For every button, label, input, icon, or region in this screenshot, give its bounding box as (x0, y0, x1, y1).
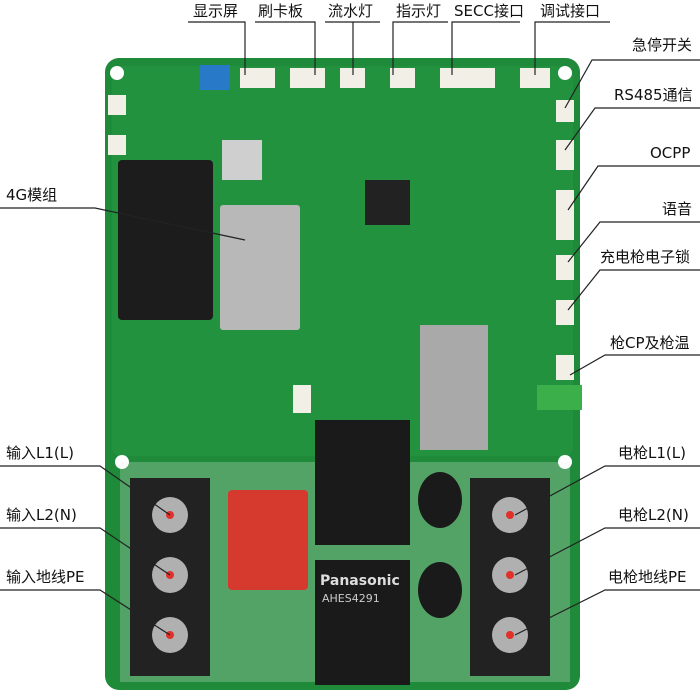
relay-bottom (315, 560, 410, 685)
label-debug-interface: 调试接口 (540, 2, 600, 20)
label-in-pe: 输入地线PE (6, 568, 85, 586)
label-secc-interface: SECC接口 (454, 2, 524, 20)
label-ocpp: OCPP (650, 144, 690, 162)
label-voice: 语音 (662, 200, 692, 218)
mcu-chip (365, 180, 410, 225)
top-labels: 显示屏 刷卡板 流水灯 指示灯 SECC接口 调试接口 (188, 2, 610, 75)
label-in-l2: 输入L2(N) (6, 506, 77, 524)
power-module (118, 160, 213, 320)
label-4g-module: 4G模组 (6, 186, 57, 204)
label-out-l1: 电枪L1(L) (618, 444, 686, 462)
relay-top (315, 420, 410, 545)
label-emergency-stop: 急停开关 (632, 36, 692, 54)
label-display: 显示屏 (193, 2, 238, 20)
label-out-pe: 电枪地线PE (608, 568, 687, 586)
left-labels: 4G模组 输入L1(L) 输入L2(N) 输入地线PE (0, 186, 246, 636)
label-out-l2: 电枪L2(N) (618, 506, 689, 524)
relay-brand: Panasonic (320, 573, 400, 589)
right-labels: 急停开关 RS485通信 OCPP 语音 充电枪电子锁 枪CP及枪温 电枪L1(… (514, 36, 700, 636)
label-card-reader: 刷卡板 (258, 2, 303, 20)
label-in-l1: 输入L1(L) (6, 444, 74, 462)
relay-model: AHES4291 (322, 592, 380, 605)
pcb-board: Panasonic AHES4291 (105, 58, 582, 690)
label-rs485: RS485通信 (614, 86, 693, 104)
4g-module (220, 205, 300, 330)
label-indicator: 指示灯 (396, 2, 441, 20)
label-gun-lock: 充电枪电子锁 (600, 248, 690, 266)
label-flow-light: 流水灯 (328, 2, 373, 20)
label-cp-temp: 枪CP及枪温 (610, 334, 690, 352)
